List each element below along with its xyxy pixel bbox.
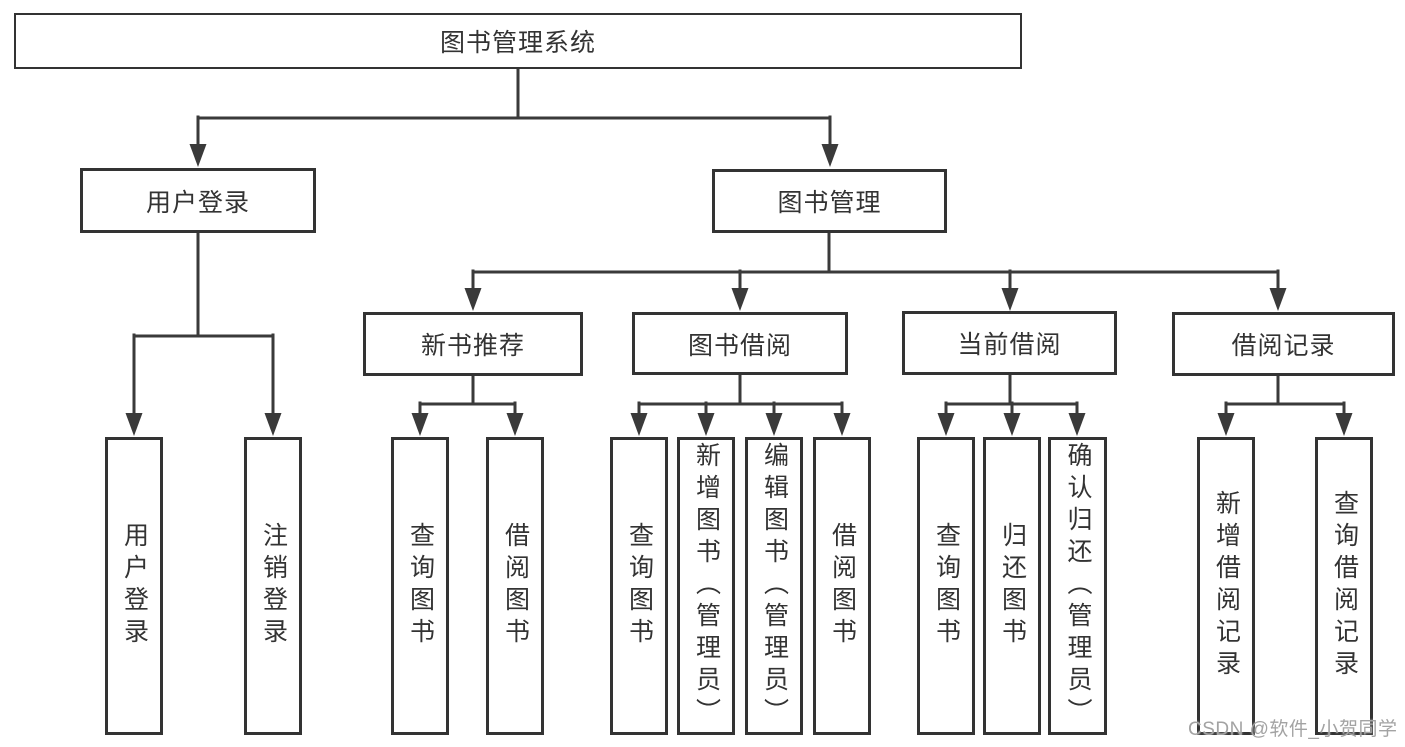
leaf-borrow-books-recommend: 借阅图书 <box>486 437 544 735</box>
node-book-borrowing: 图书借阅 <box>632 312 848 375</box>
node-borrowing-records: 借阅记录 <box>1172 312 1395 376</box>
leaf-edit-books-admin: 编辑图书（管理员） <box>745 437 803 735</box>
arrowheads <box>125 144 1353 436</box>
leaf-query-books-borrowing: 查询图书 <box>610 437 668 735</box>
leaf-add-borrow-record: 新增借阅记录 <box>1197 437 1255 735</box>
leaf-query-borrow-record: 查询借阅记录 <box>1315 437 1373 735</box>
node-book-management: 图书管理 <box>712 169 947 233</box>
leaf-logout: 注销登录 <box>244 437 302 735</box>
watermark-text: CSDN @软件_小贺同学 <box>1188 719 1398 740</box>
node-current-borrowing: 当前借阅 <box>902 311 1117 375</box>
leaf-borrow-books: 借阅图书 <box>813 437 871 735</box>
leaf-query-books-current: 查询图书 <box>917 437 975 735</box>
leaf-return-books: 归还图书 <box>983 437 1041 735</box>
node-new-book-recommend: 新书推荐 <box>363 312 583 376</box>
leaf-confirm-return-admin: 确认归还（管理员） <box>1048 437 1107 735</box>
node-library-management-system: 图书管理系统 <box>14 13 1022 69</box>
leaf-add-books-admin: 新增图书（管理员） <box>677 437 735 735</box>
leaf-query-books-recommend: 查询图书 <box>391 437 449 735</box>
leaf-user-login: 用户登录 <box>105 437 163 735</box>
node-user-login: 用户登录 <box>80 168 316 233</box>
